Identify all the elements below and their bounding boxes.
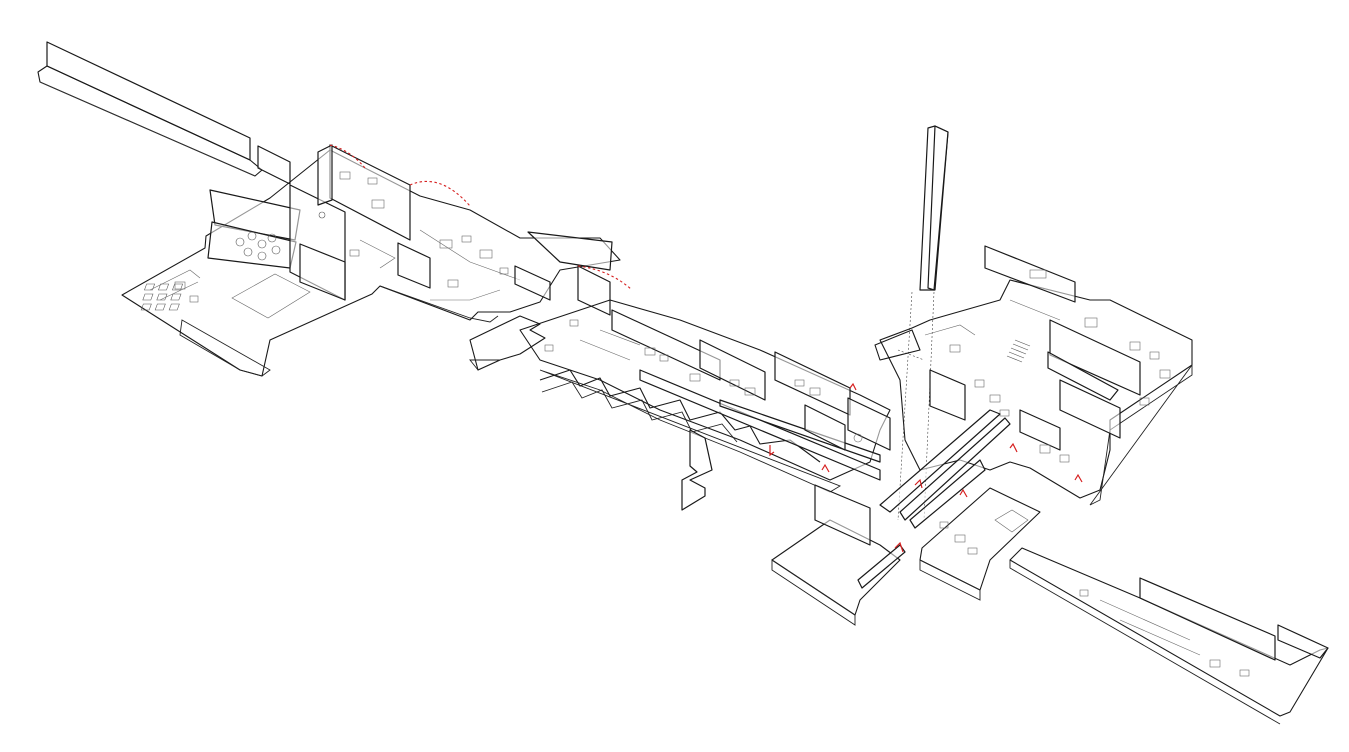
lower-center <box>771 484 1329 725</box>
right-side-wall <box>1019 409 1061 451</box>
cross-channel-b <box>899 417 1011 521</box>
lower-corridor-end-wall <box>1277 624 1329 659</box>
left-wing-panel-a <box>514 265 551 301</box>
right-hall-wall-diag <box>1047 351 1119 401</box>
route-accents <box>329 144 1083 553</box>
spine-step-edge <box>539 369 821 463</box>
hook-wall <box>681 429 713 511</box>
route-marker-7 <box>894 541 904 553</box>
spine-channel-a <box>639 369 881 481</box>
route-marker-3 <box>914 478 923 489</box>
spine-cross-wall <box>847 397 891 451</box>
lower-corridor-wall <box>1139 577 1276 661</box>
left-wing-panel-c <box>527 231 613 271</box>
spine-wall-east <box>774 351 851 416</box>
lower-left-wall <box>814 484 871 546</box>
spine-wall-mid <box>699 339 766 401</box>
lower-right-room <box>994 509 1029 533</box>
right-inner-wall <box>929 369 966 421</box>
spine-floor-underlayer <box>539 369 842 493</box>
route-marker-2 <box>849 382 857 391</box>
left-lower-plate <box>469 315 546 371</box>
stair <box>1006 339 1031 363</box>
route-marker-5 <box>1009 442 1018 453</box>
gallery-wall-b <box>317 144 333 206</box>
entry-corridor-floor <box>37 65 263 177</box>
small-room-wall <box>299 243 346 301</box>
seating-cluster <box>235 211 326 261</box>
left-wing-panel-b <box>577 265 611 316</box>
right-hall-wall-east <box>1049 319 1141 396</box>
right-room-wall <box>1059 379 1121 439</box>
spine-floor <box>519 299 891 481</box>
central-spine <box>519 125 949 521</box>
right-wing-floor-underlayer <box>1089 363 1193 506</box>
spine-room-wall <box>804 404 846 451</box>
route-marker-1 <box>769 445 775 457</box>
left-wing <box>37 41 621 377</box>
entry-corridor-wall <box>46 41 251 161</box>
cross-channel-a <box>879 409 1001 513</box>
route-marker-4 <box>959 488 968 498</box>
route-arc-gallery <box>409 180 471 207</box>
lower-strip-wall <box>857 544 906 589</box>
right-wing-notch <box>874 329 921 361</box>
cross-channel-c <box>909 459 986 529</box>
route-arc-spine <box>577 265 633 291</box>
route-marker-8 <box>821 463 830 473</box>
kiosk-wall <box>397 242 431 289</box>
courtyard-grid <box>140 273 311 319</box>
left-wing-floor-underlayer <box>179 319 271 377</box>
spine-wall-north <box>611 309 721 381</box>
right-wing <box>874 245 1193 529</box>
route-marker-6 <box>1074 473 1083 483</box>
entry-pier <box>257 145 291 185</box>
route-arc-pavilion <box>329 144 366 169</box>
tower-side <box>927 125 949 291</box>
